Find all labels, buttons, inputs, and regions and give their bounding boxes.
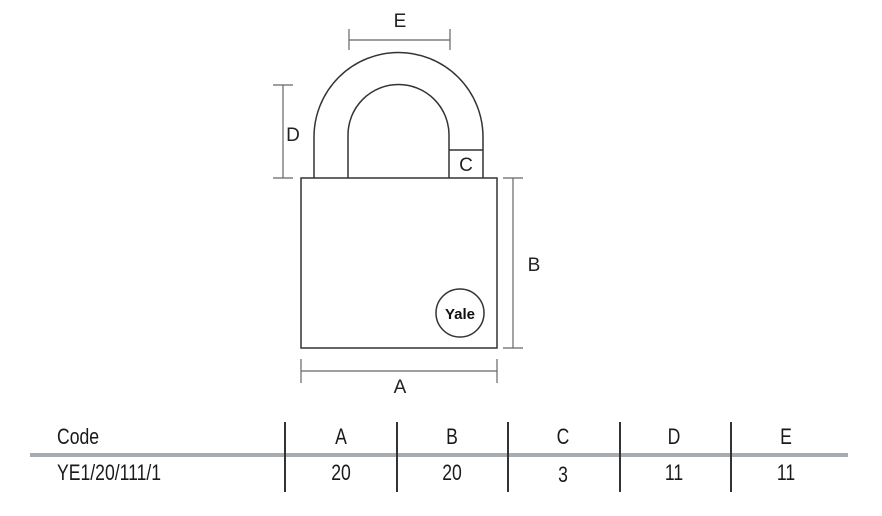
header-code: Code: [57, 424, 100, 449]
header-a: A: [335, 424, 347, 449]
label-d: D: [286, 125, 300, 146]
header-d: D: [667, 424, 681, 449]
label-e: E: [394, 11, 407, 32]
label-c: C: [459, 155, 473, 176]
dimension-a-line: [300, 359, 498, 383]
header-c: C: [556, 424, 570, 449]
column-divider: [396, 422, 398, 492]
header-e: E: [780, 424, 792, 449]
yale-logo-circle: [435, 288, 485, 338]
column-divider: [284, 422, 286, 492]
yale-logo: Yale: [445, 306, 475, 323]
cell-code: YE1/20/111/1: [57, 460, 162, 485]
cell-e: 11: [776, 460, 796, 485]
dimension-b-line: [503, 177, 523, 349]
label-b: B: [528, 255, 541, 276]
shackle-outer: [313, 51, 484, 178]
lock-body: [300, 177, 498, 349]
table-header-divider: [30, 453, 848, 457]
cell-d: 11: [664, 460, 684, 485]
cell-b: 20: [442, 460, 462, 485]
cell-a: 20: [331, 460, 351, 485]
shackle-inner: [347, 83, 450, 178]
dimension-d-line: [273, 84, 293, 179]
cell-c: 3: [558, 462, 568, 487]
header-b: B: [446, 424, 458, 449]
label-a: A: [394, 377, 407, 398]
dimension-e-line: [348, 29, 451, 50]
column-divider: [730, 422, 732, 492]
column-divider: [507, 422, 509, 492]
column-divider: [619, 422, 621, 492]
